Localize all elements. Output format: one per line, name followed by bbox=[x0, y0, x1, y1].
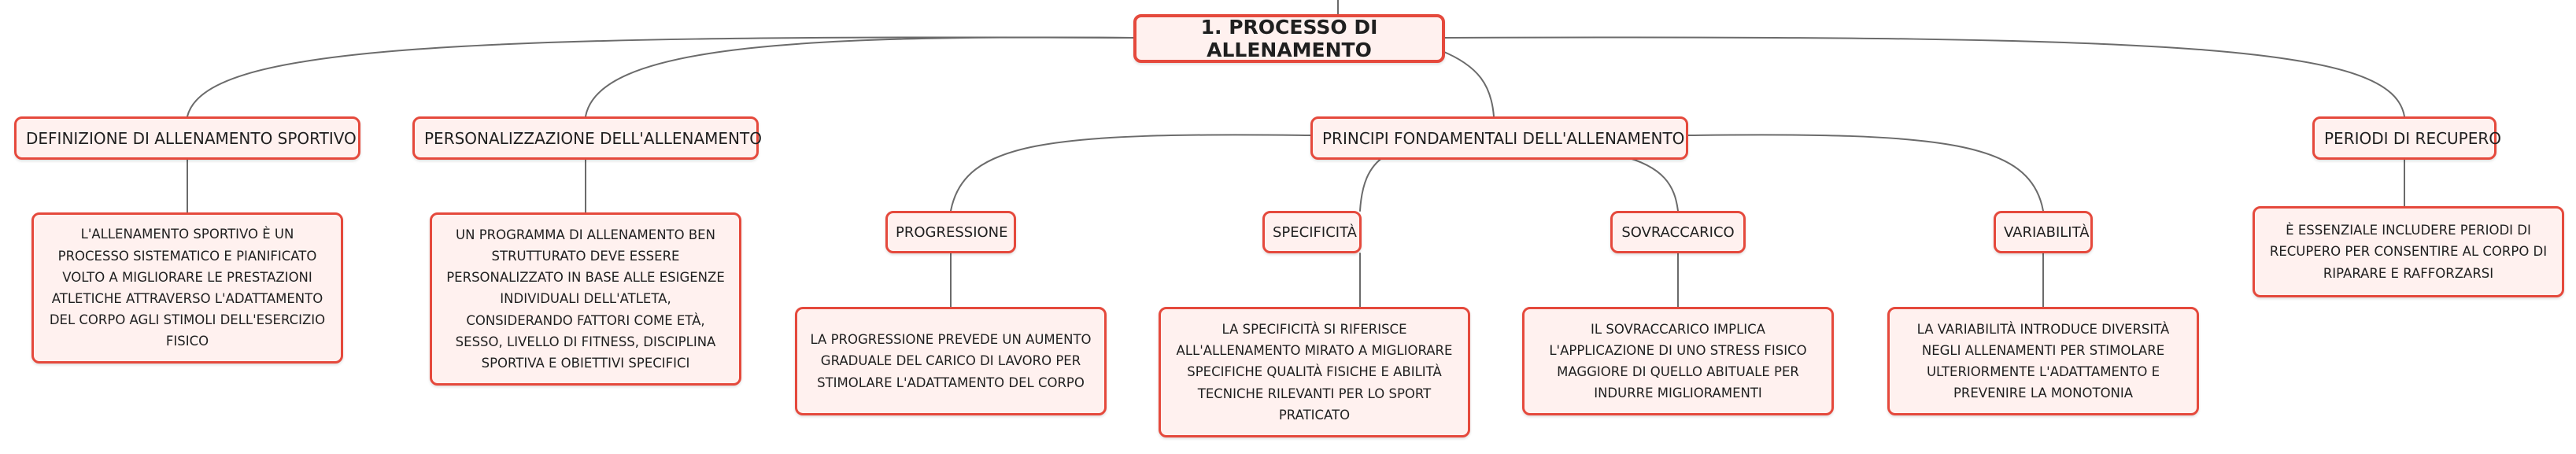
topic-personalizzazione[interactable]: PERSONALIZZAZIONE DELL'ALLENAMENTO bbox=[412, 116, 762, 160]
topic-principi[interactable]: PRINCIPI FONDAMENTALI DELL'ALLENAMENTO bbox=[1310, 116, 1688, 160]
desc-sovraccarico[interactable]: IL SOVRACCARICO IMPLICA L'APPLICAZIONE D… bbox=[1522, 307, 1834, 415]
desc-personalizzazione[interactable]: UN PROGRAMMA DI ALLENAMENTO BEN STRUTTUR… bbox=[430, 212, 741, 386]
subtopic-sovraccarico[interactable]: SOVRACCARICO bbox=[1610, 211, 1746, 253]
connector-root-principi bbox=[1440, 50, 1495, 117]
topic-definizione-label: DEFINIZIONE DI ALLENAMENTO SPORTIVO bbox=[26, 128, 357, 148]
desc-specificita[interactable]: LA SPECIFICITÀ SI RIFERISCE ALL'ALLENAME… bbox=[1159, 307, 1470, 437]
connector-principi-specificita bbox=[1359, 155, 1386, 212]
desc-definizione[interactable]: L'ALLENAMENTO SPORTIVO È UN PROCESSO SIS… bbox=[31, 212, 343, 364]
desc-variabilita-text: LA VARIABILITÀ INTRODUCE DIVERSITÀ NEGLI… bbox=[1916, 321, 2170, 401]
desc-definizione-text: L'ALLENAMENTO SPORTIVO È UN PROCESSO SIS… bbox=[49, 227, 326, 349]
subtopic-variabilita[interactable]: VARIABILITÀ bbox=[1994, 211, 2093, 253]
connector-root-recupero bbox=[1444, 36, 2405, 117]
desc-sovraccarico-text: IL SOVRACCARICO IMPLICA L'APPLICAZIONE D… bbox=[1549, 321, 1807, 401]
subtopic-sovraccarico-label: SOVRACCARICO bbox=[1621, 223, 1735, 241]
connector-root-definizione bbox=[187, 36, 1134, 117]
desc-progressione-text: LA PROGRESSIONE PREVEDE UN AUMENTO GRADU… bbox=[810, 332, 1092, 390]
desc-personalizzazione-text: UN PROGRAMMA DI ALLENAMENTO BEN STRUTTUR… bbox=[446, 227, 725, 371]
desc-recupero-text: È ESSENZIALE INCLUDERE PERIODI DI RECUPE… bbox=[2269, 223, 2548, 281]
subtopic-progressione-label: PROGRESSIONE bbox=[896, 223, 1008, 241]
topic-recupero[interactable]: PERIODI DI RECUPERO bbox=[2312, 116, 2502, 160]
subtopic-specificita-label: SPECIFICITÀ bbox=[1273, 223, 1357, 241]
subtopic-specificita[interactable]: SPECIFICITÀ bbox=[1262, 211, 1362, 253]
subtopic-progressione[interactable]: PROGRESSIONE bbox=[885, 211, 1016, 253]
connector-principi-progressione bbox=[950, 134, 1311, 212]
topic-recupero-label: PERIODI DI RECUPERO bbox=[2324, 128, 2502, 148]
connector-principi-sovraccarico bbox=[1621, 155, 1679, 212]
topic-definizione[interactable]: DEFINIZIONE DI ALLENAMENTO SPORTIVO bbox=[14, 116, 360, 160]
root-label: 1. PROCESSO DI ALLENAMENTO bbox=[1200, 16, 1378, 61]
connector-principi-variabilita bbox=[1687, 134, 2044, 212]
desc-specificita-text: LA SPECIFICITÀ SI RIFERISCE ALL'ALLENAME… bbox=[1176, 321, 1453, 423]
topic-principi-label: PRINCIPI FONDAMENTALI DELL'ALLENAMENTO bbox=[1322, 128, 1685, 148]
desc-variabilita[interactable]: LA VARIABILITÀ INTRODUCE DIVERSITÀ NEGLI… bbox=[1887, 307, 2199, 415]
topic-personalizzazione-label: PERSONALIZZAZIONE DELL'ALLENAMENTO bbox=[424, 128, 762, 148]
connector-root-personalizzazione bbox=[585, 36, 1134, 117]
desc-progressione[interactable]: LA PROGRESSIONE PREVEDE UN AUMENTO GRADU… bbox=[795, 307, 1107, 415]
root-node[interactable]: 1. PROCESSO DI ALLENAMENTO bbox=[1133, 14, 1445, 63]
desc-recupero[interactable]: È ESSENZIALE INCLUDERE PERIODI DI RECUPE… bbox=[2253, 206, 2564, 297]
subtopic-variabilita-label: VARIABILITÀ bbox=[2004, 223, 2090, 241]
